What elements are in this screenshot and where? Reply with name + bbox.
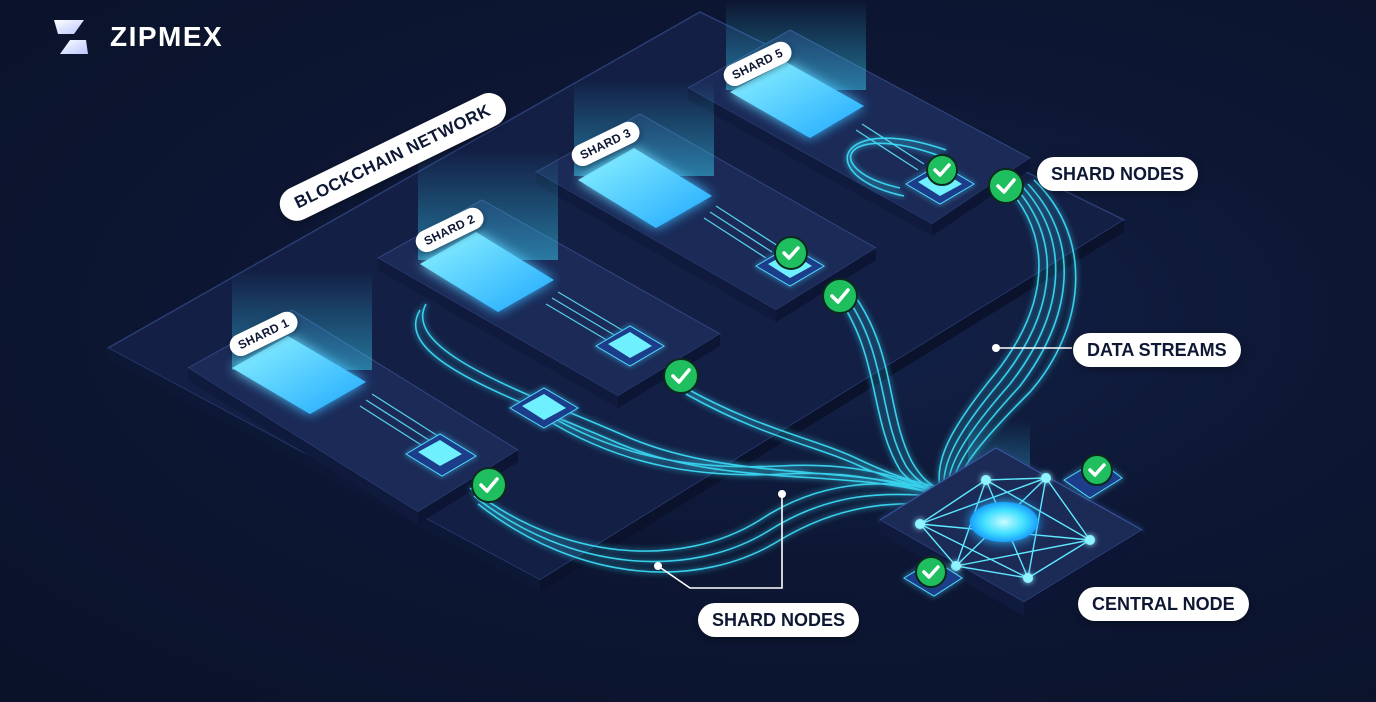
node-chip-shard-2-a: [595, 325, 665, 367]
check-circle-icon: [471, 467, 507, 503]
callout-leaders: [657, 347, 1072, 589]
callout-shard-nodes-top: SHARD NODES: [1037, 157, 1199, 191]
data-streams: [414, 137, 1077, 573]
zipmex-z-logo-icon: [54, 20, 88, 54]
check-circle-icon: [774, 236, 808, 270]
brand: ZIPMEX: [50, 14, 223, 60]
check-circle-icons: [471, 154, 1113, 588]
check-circle-icon: [663, 358, 699, 394]
check-circle-icon: [1081, 454, 1113, 486]
check-circle-icon: [926, 154, 958, 186]
callout-shard-nodes-bottom: SHARD NODES: [698, 603, 860, 637]
callout-central-node: CENTRAL NODE: [1078, 587, 1249, 621]
node-chip-shard-1: [405, 433, 477, 477]
check-circle-icon: [988, 168, 1024, 204]
shard-bus-lines: [359, 123, 925, 449]
node-chip-shard-2-b: [509, 387, 579, 429]
callout-data-streams: DATA STREAMS: [1073, 333, 1241, 367]
central-node: [879, 420, 1143, 616]
check-circle-icon: [822, 278, 858, 314]
check-circle-icon: [915, 556, 947, 588]
callout-dots: [654, 344, 1000, 570]
brand-name: ZIPMEX: [110, 21, 224, 52]
